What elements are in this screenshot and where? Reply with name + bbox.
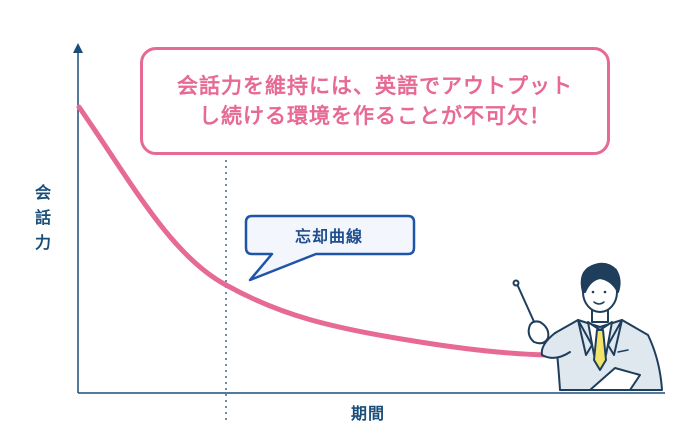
x-axis-label: 期間 <box>350 404 385 423</box>
curve-label: 忘却曲線 <box>294 227 363 246</box>
curve-label-bubble <box>244 214 416 282</box>
y-axis-label-char: 話 <box>34 208 51 227</box>
businessman-illustration <box>512 262 663 391</box>
headline-line-1: 会話力を維持には、英語でアウトプット <box>177 74 573 98</box>
y-axis-arrow-icon <box>73 43 83 53</box>
y-axis-label-char: 会 <box>34 183 51 202</box>
y-axis-label: 会 話 力 <box>33 180 53 255</box>
headline-callout: 会話力を維持には、英語でアウトプット し続ける環境を作ることが不可欠！ <box>140 47 610 155</box>
forgetting-curve <box>76 104 548 358</box>
headline-line-2: し続ける環境を作ることが不可欠！ <box>199 104 551 128</box>
y-axis-label-char: 力 <box>34 233 51 252</box>
